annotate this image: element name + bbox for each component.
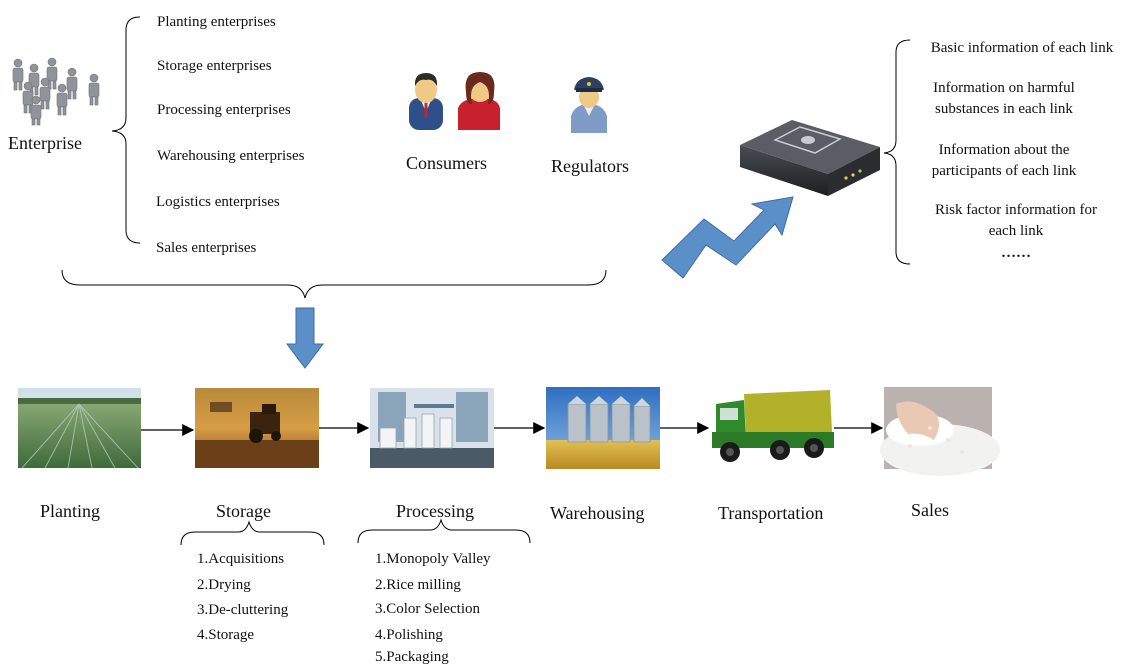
enterprise-brace [111,16,141,244]
processing-step-item: 1.Monopoly Valley [375,551,491,567]
enterprise-type-item: Storage enterprises [157,58,272,74]
storage-photo [195,388,319,468]
enterprise-label: Enterprise [8,133,82,153]
processing-step-item: 4.Polishing [375,627,443,643]
enterprise-people-icon [12,57,100,126]
enterprise-type-item: Sales enterprises [156,240,257,256]
stage-label-warehousing: Warehousing [550,503,645,523]
server-info-item: Risk factor information for [934,202,1098,218]
server-info-item: Information about the [938,142,1070,158]
stage-label-planting: Planting [40,501,101,521]
sales-rice-photo [880,387,1000,476]
enterprise-type-item: Processing enterprises [157,102,291,118]
stage-label-storage: Storage [216,501,271,521]
server-info-item: Information on harmful [933,80,1075,96]
processing-steps-brace [357,518,531,544]
enterprise-type-item: Planting enterprises [157,14,276,30]
regulators-label: Regulators [551,156,629,176]
stage-label-sales: Sales [911,500,949,520]
regulators-icon [571,77,607,133]
storage-step-item: 2.Drying [197,577,251,593]
enterprise-type-item: Warehousing enterprises [157,148,305,164]
consumers-label: Consumers [406,153,487,173]
storage-step-item: 3.De-cluttering [197,602,289,618]
stage-label-transportation: Transportation [718,503,824,523]
processing-step-item: 5.Packaging [375,649,449,665]
consumers-icon [409,72,500,130]
stage-label-processing: Processing [396,501,474,521]
enterprise-type-item: Logistics enterprises [156,194,280,210]
processing-step-item: 3.Color Selection [375,601,480,617]
storage-steps-brace [180,520,325,546]
processing-step-item: 2.Rice milling [375,577,461,593]
storage-step-item: 4.Storage [197,627,255,643]
server-info-item: participants of each link [931,163,1077,179]
transportation-truck-photo [712,390,834,462]
storage-step-item: 1.Acquisitions [197,551,285,567]
server-info-item: substances in each link [935,101,1073,117]
server-info-item: each link [988,223,1044,239]
server-info-ellipsis: …… [1001,245,1031,261]
warehousing-photo [546,387,660,469]
processing-photo [370,388,494,468]
planting-photo [18,388,141,469]
server-icon [740,120,880,196]
zigzag-arrow [661,196,794,279]
down-arrow [286,307,324,369]
top-section-brace [61,269,607,299]
server-info-item: Basic information of each link [930,40,1114,56]
server-info-brace [883,39,911,265]
